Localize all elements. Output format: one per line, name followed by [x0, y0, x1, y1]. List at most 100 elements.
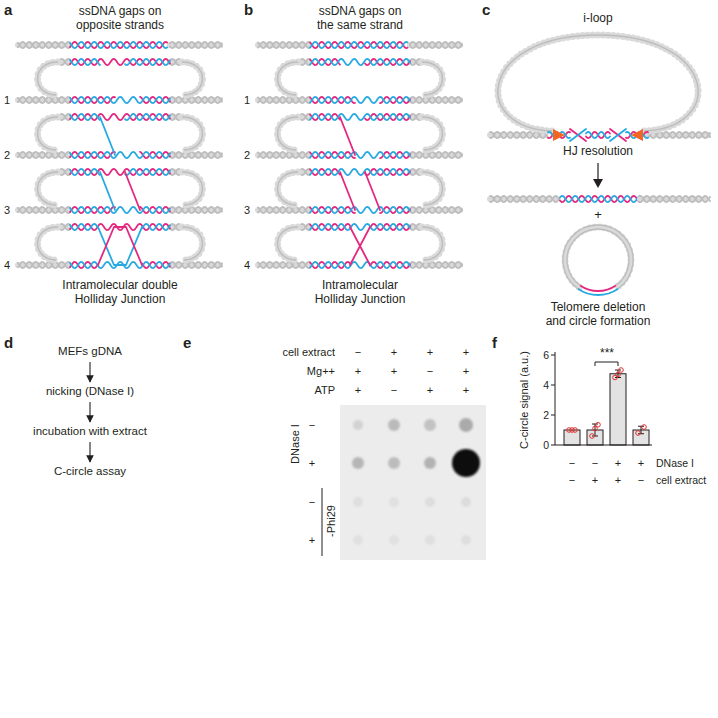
step-number: 1 [244, 94, 250, 107]
dna-backbone [258, 207, 310, 213]
dna-backbone [258, 262, 310, 268]
dna-backbone [258, 152, 310, 158]
dna-backbone [278, 227, 299, 260]
dna-strand [70, 42, 170, 48]
dna-backbone [490, 132, 548, 138]
blot-dot [425, 535, 435, 545]
dna-backbone [170, 262, 222, 268]
dna-strand [578, 289, 618, 295]
data-point [642, 425, 647, 430]
blot-dot [388, 457, 400, 469]
dna-strand [142, 224, 170, 230]
dna-strand [70, 59, 100, 65]
blot-dot [424, 457, 436, 469]
dna-backbone [38, 117, 59, 150]
dna-backbone [18, 207, 70, 213]
dna-backbone [278, 172, 299, 205]
condition-sign: + [427, 346, 433, 359]
flow-arrow [89, 402, 90, 422]
axis-tick: 4 [543, 379, 549, 391]
dna-backbone [18, 207, 70, 213]
dna-strand [70, 169, 170, 175]
dna-backbone [410, 152, 462, 158]
dna-strand [70, 59, 170, 65]
condition-label: DNase I [656, 457, 694, 469]
condition-sign: + [463, 365, 469, 378]
dna-strand [125, 59, 170, 65]
dna-backbone [410, 42, 462, 48]
axis-tick-mark [551, 385, 555, 386]
crossing-strand [125, 172, 140, 210]
data-point [616, 372, 621, 377]
condition-label: ATP [314, 384, 335, 397]
axis-tick: 2 [543, 409, 549, 421]
condition-sign: + [592, 474, 598, 487]
bar-chart [551, 352, 652, 445]
dna-backbone [170, 152, 222, 158]
dna-backbone [258, 42, 310, 48]
dna-backbone [258, 207, 310, 213]
dna-strand [310, 224, 410, 230]
condition-sign: − [569, 474, 575, 487]
dna-backbone [258, 152, 310, 158]
axis-title: C-circle signal (a.u.) [518, 351, 531, 449]
dna-backbone [410, 262, 462, 268]
dna-strand [310, 59, 410, 65]
dna-backbone [170, 152, 222, 158]
crossing-strand [610, 129, 626, 141]
dna-backbone [422, 117, 443, 150]
blot-dot [459, 418, 473, 432]
dna-backbone [258, 97, 310, 103]
flow-step: C-circle assay [50, 463, 130, 481]
dna-backbone [410, 97, 462, 103]
dna-backbone [182, 62, 203, 95]
dna-backbone [258, 42, 310, 48]
dna-backbone [18, 152, 70, 158]
dna-backbone [18, 97, 70, 103]
dna-backbone [410, 97, 462, 103]
crossing-strand [100, 172, 115, 210]
axis-tick-mark [551, 415, 555, 416]
dna-backbone [258, 152, 310, 158]
dna-backbone [410, 152, 462, 158]
crossing-strand [350, 227, 370, 265]
dna-backbone [410, 207, 462, 213]
blot-dot [353, 497, 363, 507]
dna-backbone [258, 262, 310, 268]
dna-backbone [18, 42, 70, 48]
dna-backbone [258, 262, 310, 268]
step-number: 4 [4, 259, 10, 272]
dna-strand [70, 42, 170, 48]
axis-tick-mark [551, 445, 555, 446]
cut-arrowhead [553, 129, 565, 141]
dna-backbone [422, 227, 443, 260]
dna-backbone [18, 42, 70, 48]
dna-backbone [278, 62, 299, 95]
data-points [567, 368, 647, 439]
dna-strand [70, 169, 100, 175]
dna-backbone [410, 97, 462, 103]
dna-backbone [422, 117, 443, 150]
dna-backbone [170, 152, 222, 158]
dna-strand [310, 42, 410, 48]
axis-tick-mark [551, 355, 555, 356]
flow-step-text: nicking (DNase I) [46, 385, 134, 399]
data-point [573, 428, 578, 433]
dna-backbone [182, 172, 203, 205]
data-point [590, 434, 595, 439]
dna-backbone [410, 262, 462, 268]
condition-sign: − [569, 457, 575, 470]
crossing-strand [570, 129, 586, 141]
dna-backbone [422, 172, 443, 205]
step-number: 3 [4, 204, 10, 217]
step-number: 1 [4, 94, 10, 107]
flow-step: MEFs gDNA [54, 343, 126, 361]
dna-strand [310, 97, 410, 103]
condition-sign: − [355, 346, 361, 359]
dna-strand [586, 132, 610, 138]
panel-letter: a [4, 1, 12, 18]
axis-tick: 6 [543, 349, 549, 361]
dna-backbone [170, 42, 222, 48]
structure-caption: Intramolecular Holliday Junction [305, 279, 415, 307]
crossing-strand [100, 117, 115, 155]
